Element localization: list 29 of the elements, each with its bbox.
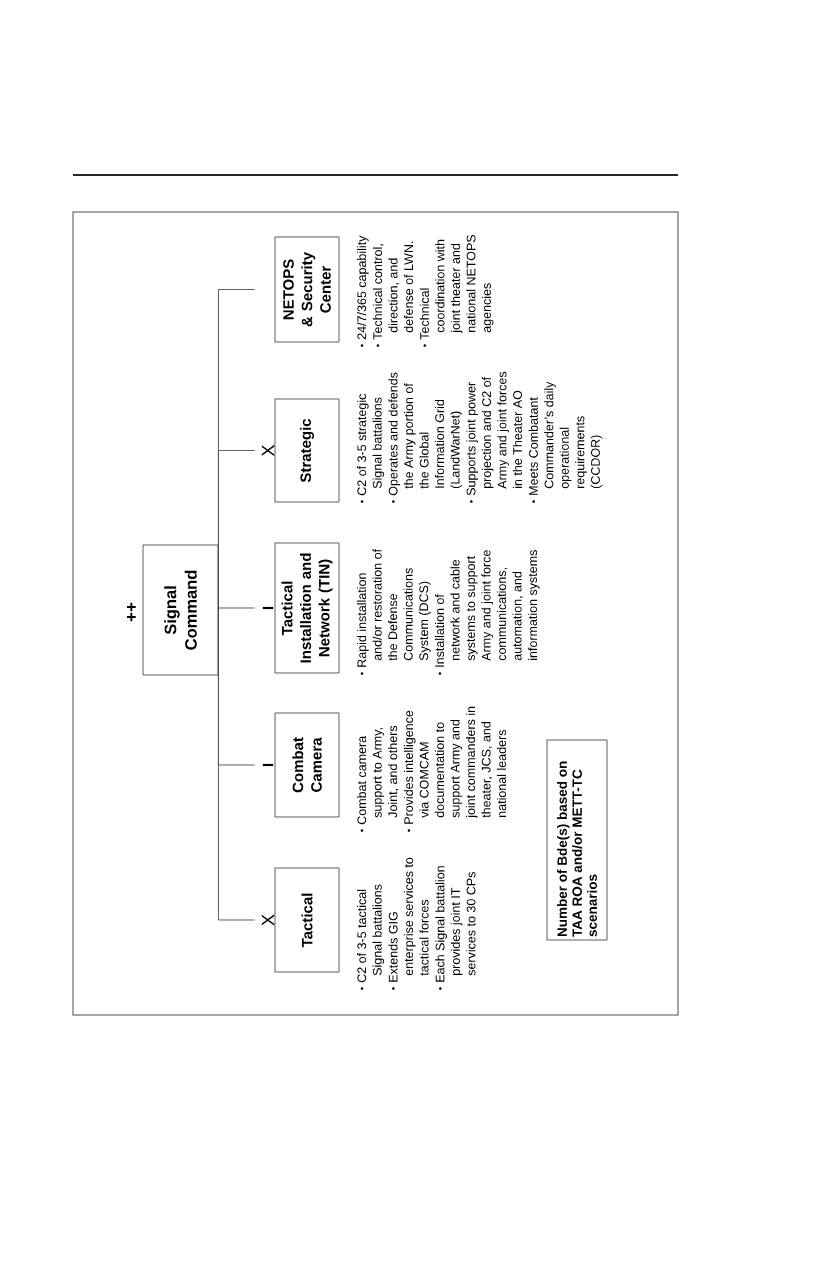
echelon-marker: I (262, 763, 274, 767)
bullet-text: Each Signal battalion provides joint IT services to 30 CPs (435, 866, 476, 982)
bullet-text: Technical coordination with joint theater and national NETOPS agencies (419, 234, 494, 340)
bullet-text: Installation of network and cable systems to support Army and joint force communications, automation, and information systems (434, 550, 540, 667)
unit-box: Tactical (274, 867, 340, 973)
unit-box: Signal Command (142, 544, 219, 676)
bullet-text: Technical control, direction, and defense of LWN. (372, 241, 414, 340)
bullet-text: 24/7/365 capability (357, 235, 369, 340)
echelon-marker: X (261, 444, 275, 457)
echelon-marker: X (261, 914, 275, 926)
bullet-text: Operates and defends the Army portion of the Global Information Grid (LandWarNet) (388, 372, 463, 496)
bullet-text: C2 of 3-5 tactical Signal battalions (357, 884, 385, 983)
echelon-marker: I (262, 606, 274, 610)
bullet-text: Supports joint power projection and C2 of Army and joint forces in the Theater AO (466, 371, 522, 496)
connector-line (218, 607, 255, 611)
connector-line (218, 609, 255, 766)
unit-box: Strategic (274, 398, 340, 503)
unit-box: Tactical Installation and Network (TIN) (274, 542, 340, 674)
bullet-text: Provides intelligence via COMCAM documentation to support Army and joint commanders in theater, JCS, and national leaders (403, 706, 507, 824)
bullet-text: Combat camera support to Army, Joint, and others (357, 725, 399, 825)
bullet-text: Meets Combatant Commander’s daily operational requirements (CCDOR) (528, 381, 603, 495)
unit-box: Combat Camera (274, 712, 340, 818)
bullet-text: Extends GIG enterprise services to tactical forces (388, 857, 429, 982)
echelon-marker: ++ (127, 602, 136, 622)
note-box: Number of Bde(s) based on TAA ROA and/or METT-TC scenarios (546, 739, 608, 941)
unit-box: NETOPS & Security Center (274, 236, 340, 343)
connector-line (218, 289, 255, 611)
bullet-text: C2 of 3-5 strategic Signal battalions (357, 394, 385, 496)
bullet-text: Rapid installation and/or restoration of the Defense Communications System (DCS) (357, 548, 431, 667)
